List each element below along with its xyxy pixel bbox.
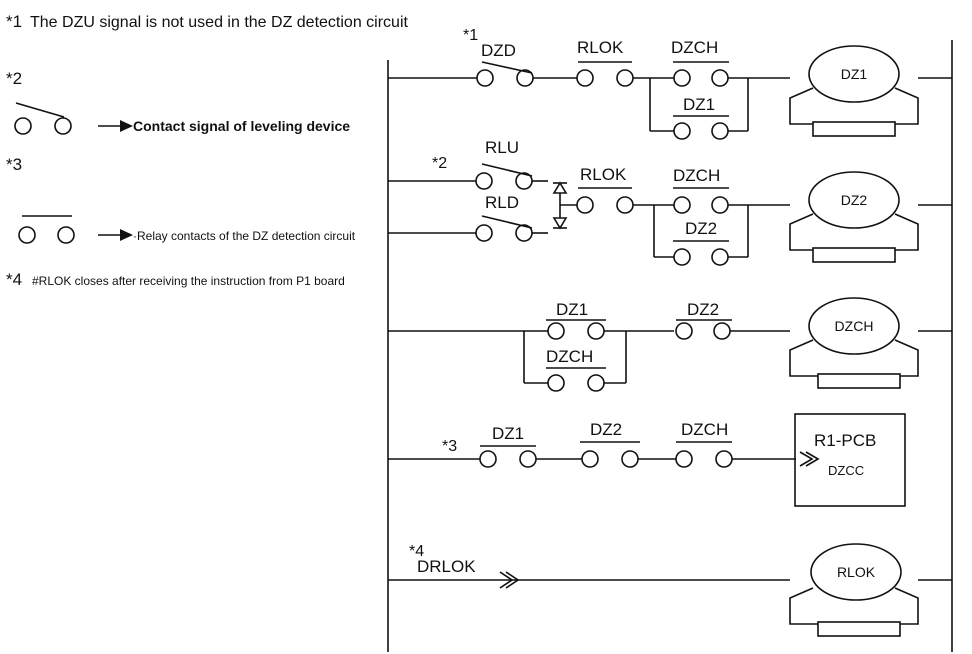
contact-dz2-3-label: DZ2 (687, 300, 719, 319)
contact-rlu-label: RLU (485, 138, 519, 157)
contact-dzch-4-label: DZCH (681, 420, 728, 439)
note-1-mark: *1 (6, 12, 22, 31)
note-3-mark: *3 (6, 155, 22, 174)
contact-dzch-label: DZCH (671, 38, 718, 57)
contact-dzch (673, 61, 729, 87)
contact-dz1-3-label: DZ1 (556, 300, 588, 319)
r1-pcb-title: R1-PCB (814, 431, 876, 450)
legend-arrow-2 (98, 229, 133, 241)
contact-dzch-2-label: DZCH (673, 166, 720, 185)
contact-dz1-4 (479, 445, 537, 468)
rung-1: *1 DZD RLOK DZCH DZ1 (388, 27, 952, 140)
contact-dz2-label: DZ2 (685, 219, 717, 238)
relay-coil-dzch (789, 297, 919, 389)
relay-coil-dz1 (789, 45, 919, 137)
contact-rlok (576, 61, 634, 87)
signal-drlok-label: DRLOK (417, 557, 476, 576)
r1-pcb-input-dzcc: DZCC (828, 463, 864, 478)
note-3-text: ·Relay contacts of the DZ detection circ… (133, 229, 356, 243)
coil-rlok-label: RLOK (837, 564, 876, 580)
contact-dz1-4-label: DZ1 (492, 424, 524, 443)
rung-4: *3 DZ1 DZ2 DZCH R1-PCB DZCC (388, 413, 906, 507)
contact-dzch-3 (546, 367, 606, 392)
contact-rlok-label: RLOK (577, 38, 624, 57)
coil-dzch-label: DZCH (835, 318, 874, 334)
note-2-text: Contact signal of leveling device (133, 118, 350, 134)
contact-dz2-4 (580, 441, 640, 468)
rung-5: *4 DRLOK RLOK (388, 543, 952, 637)
relay-coil-dz2 (789, 171, 919, 263)
contact-rld (475, 215, 533, 242)
contact-dzch-3-label: DZCH (546, 347, 593, 366)
relay-coil-rlok (789, 543, 919, 637)
note-4-text: #RLOK closes after receiving the instruc… (32, 274, 345, 288)
coil-dz1-label: DZ1 (841, 66, 868, 82)
rung-3: DZ1 DZCH DZ2 DZCH (388, 297, 952, 392)
contact-dzch-2 (673, 187, 729, 214)
rung-4-mark: *3 (442, 438, 457, 455)
contact-dz2-3 (675, 319, 732, 340)
coil-dz2-label: DZ2 (841, 192, 868, 208)
note-4-mark: *4 (6, 270, 22, 289)
diode-lower (552, 217, 568, 230)
rung-5-mark: *4 (409, 543, 424, 560)
note-1-text: The DZU signal is not used in the DZ det… (30, 14, 409, 31)
contact-rld-label: RLD (485, 193, 519, 212)
rung-2-mark: *2 (432, 155, 447, 172)
contact-dz2 (673, 240, 729, 266)
r1-pcb-box (794, 413, 906, 507)
legend-arrow-1 (98, 120, 133, 132)
diode-upper (552, 181, 568, 194)
contact-rlok-2 (576, 187, 634, 214)
contact-dz1-3 (546, 319, 606, 340)
rung-1-mark: *1 (463, 27, 478, 44)
signal-arrow-dzcc (799, 451, 820, 467)
contact-dzd-label: DZD (481, 41, 516, 60)
contact-dzd (476, 61, 534, 87)
note-2-mark: *2 (6, 69, 22, 88)
legend-open-contact-symbol (14, 102, 72, 135)
signal-arrow-drlok (499, 571, 520, 589)
contact-rlok-2-label: RLOK (580, 165, 627, 184)
legend-relay-contact-symbol (18, 215, 75, 244)
contact-dz1 (673, 115, 729, 140)
contact-rlu (475, 163, 533, 190)
contact-dzch-4 (675, 441, 733, 468)
rung-2: *2 RLU RLD RLOK DZCH (388, 138, 952, 266)
contact-dz1-label: DZ1 (683, 95, 715, 114)
contact-dz2-4-label: DZ2 (590, 420, 622, 439)
